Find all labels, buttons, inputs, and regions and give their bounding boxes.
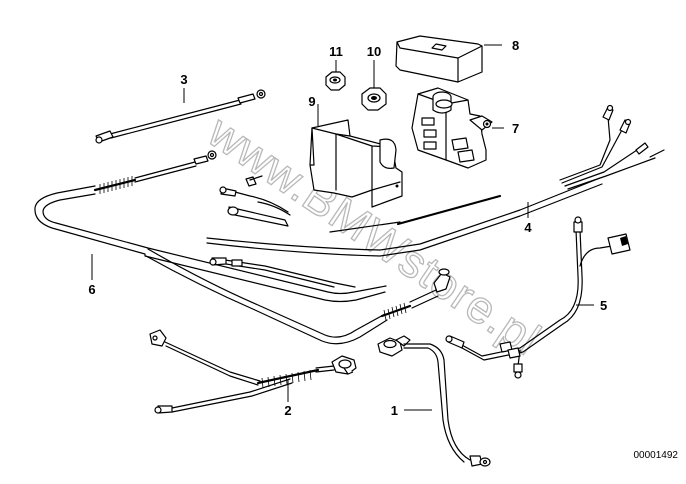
- leader-lines: [91, 44, 594, 411]
- part-8-cap: [395, 35, 483, 83]
- part-1-battery-cable: [377, 335, 491, 467]
- part-5-cable-connector: [445, 216, 631, 379]
- part-4-harness: [206, 104, 665, 257]
- center-branch-cable: [209, 257, 356, 288]
- callout-5: 5: [600, 298, 607, 313]
- callout-6: 6: [88, 282, 95, 297]
- part-2-y-cable: [149, 329, 357, 414]
- callout-2: 2: [284, 403, 291, 418]
- callout-9: 9: [308, 94, 315, 109]
- callout-8: 8: [512, 38, 519, 53]
- part-9-cover-bracket: [309, 119, 403, 208]
- part-7-terminal-block: [411, 87, 493, 169]
- callout-4: 4: [524, 220, 532, 235]
- catalog-number: 00001492: [634, 450, 679, 461]
- part-6-main-harness-loop: [34, 150, 451, 345]
- callout-3: 3: [180, 72, 187, 87]
- callout-1: 1: [391, 403, 398, 418]
- callout-11: 11: [329, 44, 343, 59]
- part-3-battery-cable: [95, 89, 266, 144]
- callout-10: 10: [367, 44, 381, 59]
- callout-7: 7: [512, 121, 519, 136]
- part-11-small-nut: [325, 71, 346, 91]
- part-10-nut: [361, 87, 387, 111]
